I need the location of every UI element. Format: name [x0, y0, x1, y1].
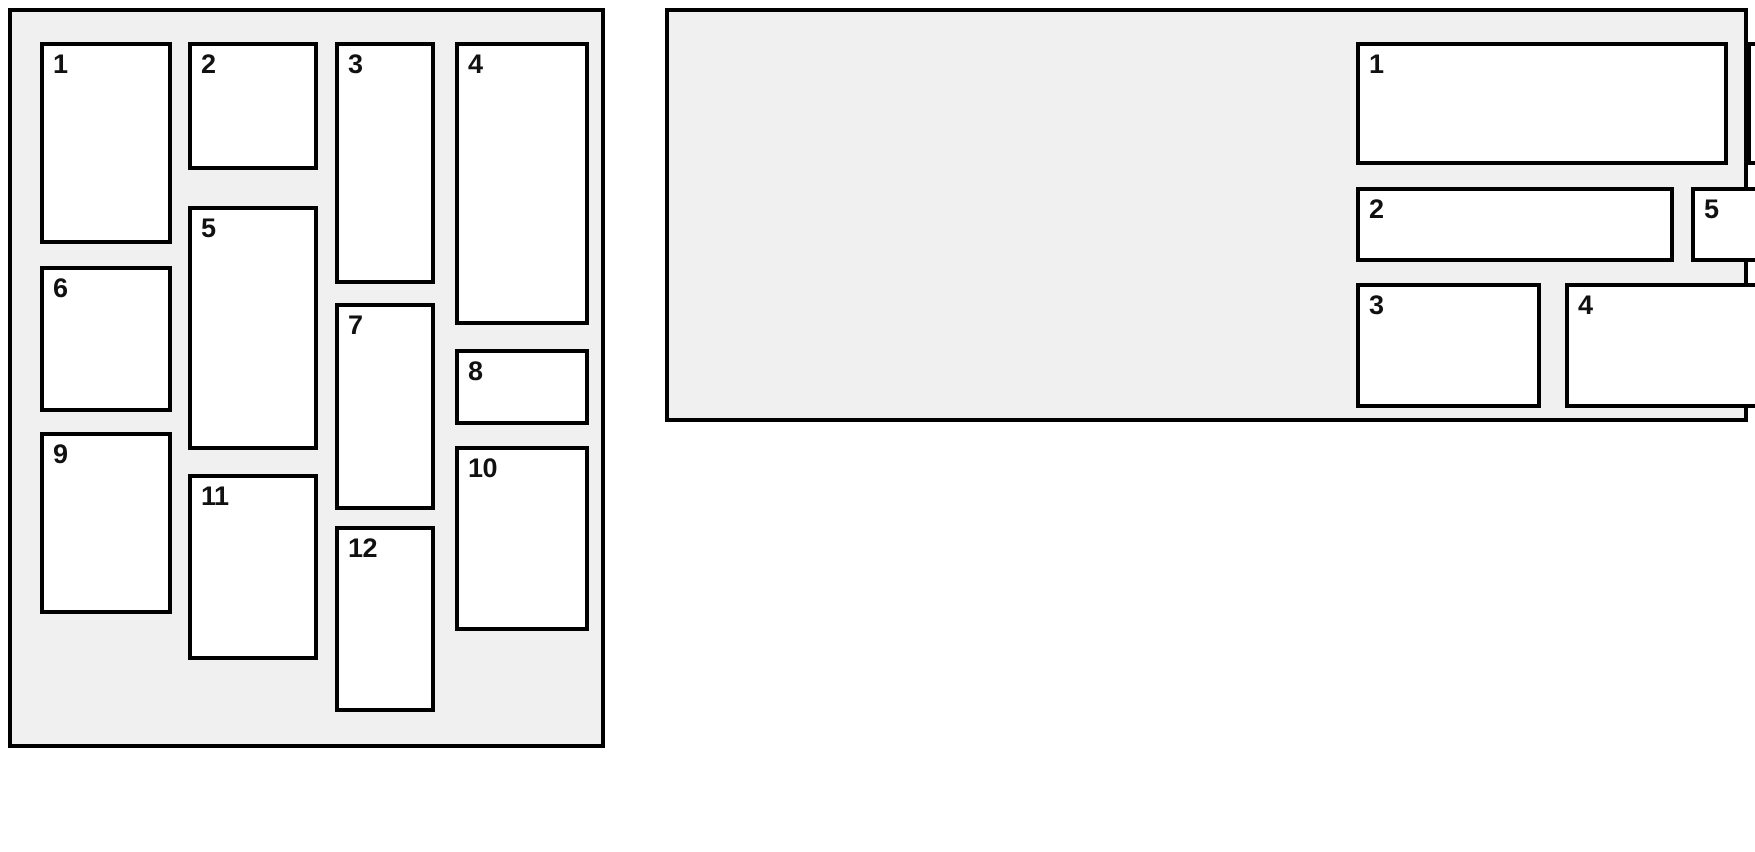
left-cell-5-label: 5: [201, 213, 216, 243]
left-cell-10-label: 10: [468, 453, 498, 483]
left-cell-9-label: 9: [53, 439, 68, 469]
left-cell-12[interactable]: 12: [335, 526, 435, 712]
right-cell-4-label: 4: [1578, 290, 1593, 320]
right-cell-2[interactable]: 2: [1356, 187, 1674, 262]
left-cell-2[interactable]: 2: [188, 42, 318, 170]
left-cell-11-label: 11: [201, 481, 229, 511]
left-cell-4-label: 4: [468, 49, 483, 79]
left-cell-12-label: 12: [348, 533, 378, 563]
left-cell-9[interactable]: 9: [40, 432, 172, 614]
left-cell-6[interactable]: 6: [40, 266, 172, 412]
right-packing-panel: 1 6 7 2 5 9 3 4 8: [665, 8, 1755, 422]
left-cell-7[interactable]: 7: [335, 303, 435, 510]
left-cell-2-label: 2: [201, 49, 216, 79]
left-cell-6-label: 6: [53, 273, 68, 303]
left-cell-7-label: 7: [348, 310, 363, 340]
right-cell-5-label: 5: [1704, 194, 1719, 224]
left-cell-5[interactable]: 5: [188, 206, 318, 450]
right-cell-3-label: 3: [1369, 290, 1384, 320]
left-cell-8[interactable]: 8: [455, 349, 589, 425]
left-cell-11[interactable]: 11: [188, 474, 318, 660]
left-cell-10[interactable]: 10: [455, 446, 589, 631]
left-cell-3[interactable]: 3: [335, 42, 435, 284]
left-cell-3-label: 3: [348, 49, 363, 79]
right-cell-2-label: 2: [1369, 194, 1384, 224]
right-cell-5[interactable]: 5: [1691, 187, 1755, 262]
left-cell-1-label: 1: [53, 49, 68, 79]
left-cell-1[interactable]: 1: [40, 42, 172, 244]
right-cell-6[interactable]: 6: [1747, 42, 1755, 165]
left-packing-panel: 1 6 9 2 5 11 3 7 12 4 8 10: [8, 8, 605, 748]
left-cell-4[interactable]: 4: [455, 42, 589, 325]
right-cell-1[interactable]: 1: [1356, 42, 1728, 165]
right-cell-3[interactable]: 3: [1356, 283, 1541, 408]
right-cell-1-label: 1: [1369, 49, 1384, 79]
right-cell-4[interactable]: 4: [1565, 283, 1755, 408]
left-cell-8-label: 8: [468, 356, 483, 386]
